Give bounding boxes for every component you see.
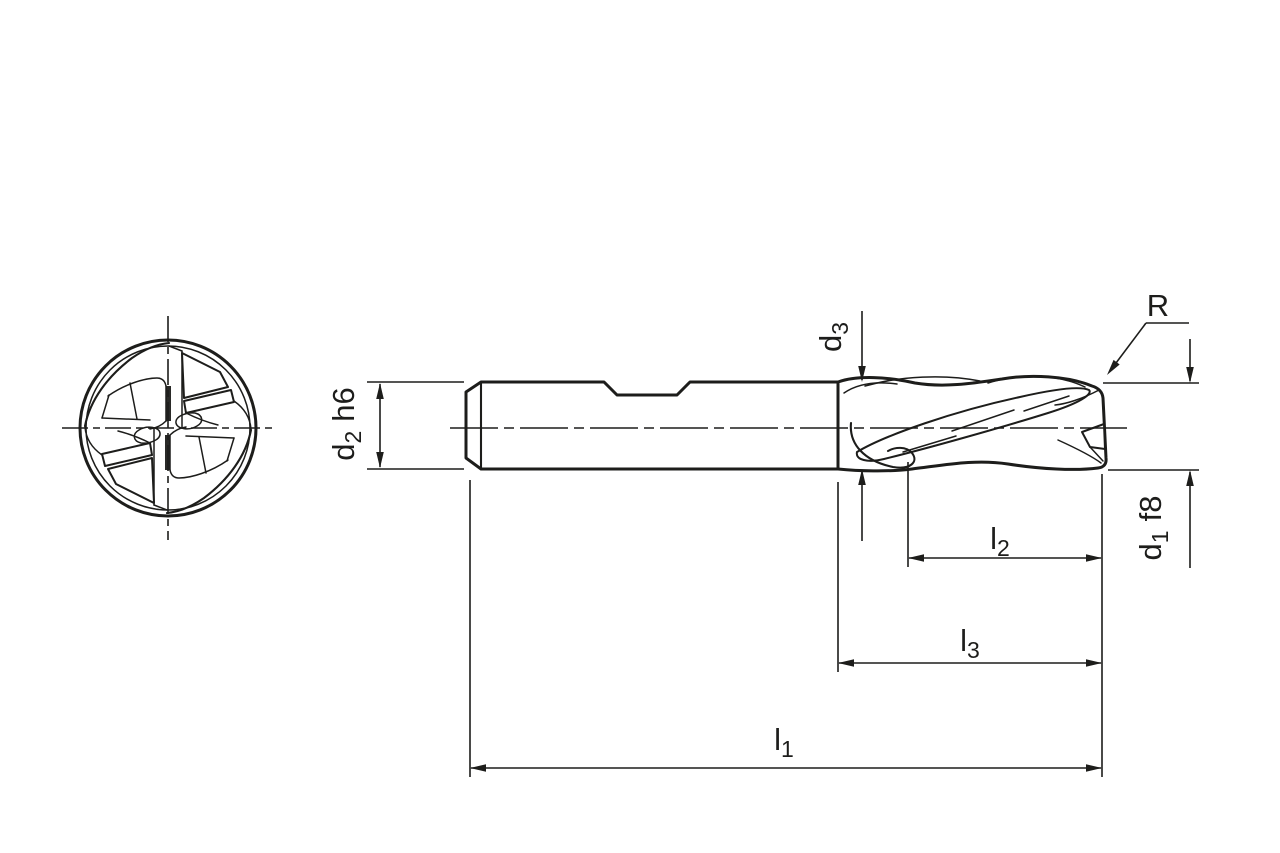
arrowhead (1086, 554, 1102, 562)
end-view (62, 316, 274, 540)
dimension-d2: d2h6 (326, 381, 464, 470)
label-l1: l1 (774, 722, 794, 762)
arrowhead (858, 366, 866, 382)
flute-crest-line (987, 375, 1086, 388)
flute-pattern (83, 341, 253, 515)
arrowhead (470, 764, 486, 772)
flute-edge-line (902, 435, 957, 453)
flute-edge-line (1023, 395, 1070, 412)
label-d3: d3 (813, 322, 853, 352)
arrowhead (1086, 659, 1102, 667)
dimension-l2: l2 (907, 462, 1102, 567)
label-l2: l2 (990, 521, 1010, 561)
dimension-l1: l1 (469, 480, 1102, 777)
side-view (450, 374, 1127, 473)
flute-runout-line (843, 382, 898, 394)
label-radius: R (1147, 288, 1169, 323)
flute-helix-details (843, 375, 1106, 469)
arrowhead (1186, 367, 1194, 383)
arrowhead (908, 554, 924, 562)
label-d2: d2h6 (326, 387, 366, 461)
tip-facet-line (1054, 389, 1100, 406)
arrowhead (1086, 764, 1102, 772)
shank-outline (464, 380, 840, 471)
dimension-d3: d3 (813, 311, 866, 541)
dimension-d1: d1f8 (1103, 339, 1199, 568)
label-l3: l3 (960, 623, 980, 663)
arrowhead (838, 659, 854, 667)
tip-facet-line (1089, 446, 1104, 462)
flute-valley-curve (849, 421, 916, 469)
arrowhead (376, 452, 384, 468)
arrowhead (376, 383, 384, 399)
flute-half-tooth (168, 345, 252, 430)
flute-half-tooth-opposite (84, 426, 168, 511)
dimension-l3: l3 (837, 482, 1102, 672)
label-d1: d1f8 (1133, 496, 1173, 561)
arrowhead (858, 469, 866, 485)
arrowhead (1107, 359, 1120, 375)
tip-facet-line (1057, 439, 1102, 464)
arrowhead (1186, 470, 1194, 486)
dimension-radius: R (1107, 288, 1189, 375)
dimensions: d2h6 d3 R d1f8 (326, 288, 1199, 777)
